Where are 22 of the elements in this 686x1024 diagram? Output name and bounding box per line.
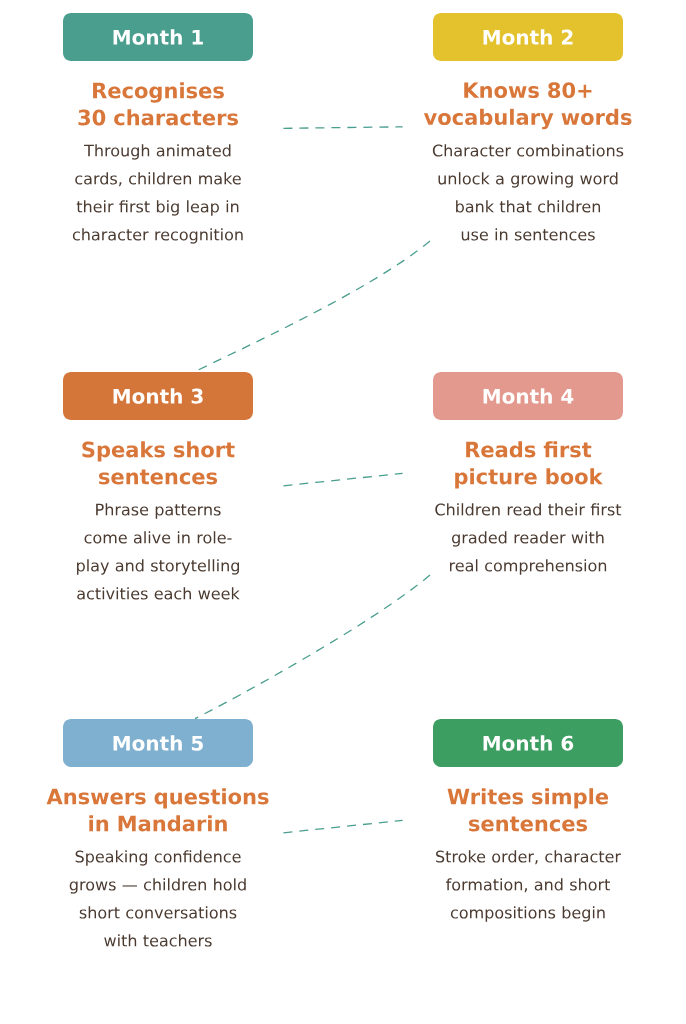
connector-line: [282, 472, 404, 487]
milestone-description: Children read their first graded reader with real comprehension: [435, 503, 622, 575]
connector-line: [194, 574, 431, 720]
milestone-heading: Knows 80+ vocabulary words: [423, 82, 632, 130]
month-badge: Month 5: [63, 719, 253, 767]
month-badge: Month 6: [433, 719, 623, 767]
month-badge: Month 3: [63, 372, 253, 420]
connector-line: [282, 126, 404, 129]
milestone-description: Speaking confidence grows — children hold short conversations with teachers: [69, 850, 246, 947]
milestone-heading: Writes simple sentences: [447, 788, 609, 832]
milestone-description: Stroke order, character formation, and short compositions begin: [436, 850, 621, 922]
milestone-heading: Recognises 30 characters: [78, 82, 238, 126]
milestone-heading: Reads first picture book: [455, 441, 603, 489]
milestone-description: Character combinations unlock a growing word bank that children use in sentences: [432, 144, 624, 241]
connector-line: [282, 819, 404, 834]
milestone-heading: Speaks short sentences: [82, 441, 235, 485]
milestone-heading: Answers questions in Mandarin: [46, 788, 269, 832]
month-badge: Month 1: [63, 13, 253, 61]
milestone-description: Phrase patterns come alive in role-play and storytelling activities each week: [77, 503, 240, 600]
month-badge: Month 2: [433, 13, 623, 61]
month-badge: Month 4: [433, 372, 623, 420]
milestone-description: Through animated cards, children make their first big leap in character recognition: [72, 144, 243, 244]
